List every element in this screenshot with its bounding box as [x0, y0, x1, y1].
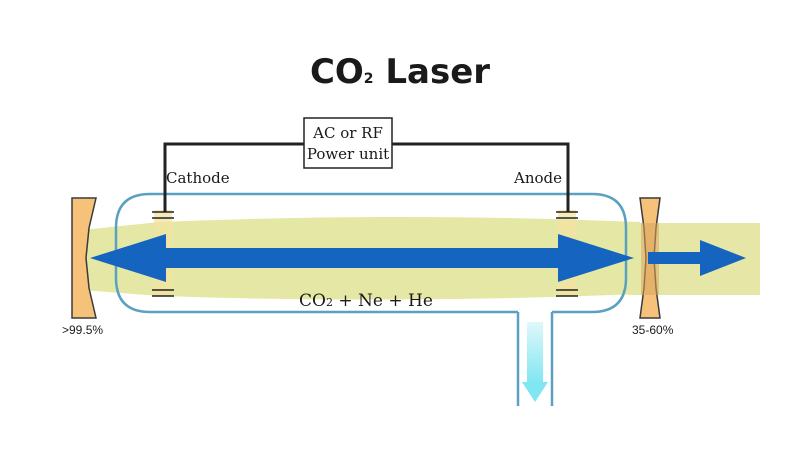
coolant-flow-arrowhead: [522, 382, 548, 402]
output-beam-arrow: [648, 240, 746, 276]
cathode-wire: [163, 142, 304, 212]
cathode-label: Cathode: [166, 169, 230, 187]
power-unit-box: [303, 117, 393, 169]
power-unit-label-line2: Power unit: [307, 145, 389, 163]
intracavity-double-arrow: [90, 234, 634, 282]
coolant-outlet-tube: [516, 312, 554, 406]
diagram-title: CO2 Laser: [310, 52, 490, 92]
anode-wire: [392, 142, 570, 212]
rear-mirror: [71, 197, 97, 319]
coolant-flow-shaft: [527, 322, 543, 384]
power-unit-label-line1: AC or RF: [312, 124, 383, 142]
gas-mixture-label: CO2 + Ne + He: [299, 291, 433, 311]
rear-mirror-reflectivity: >99.5%: [62, 323, 103, 337]
anode-label: Anode: [513, 169, 562, 187]
output-mirror-reflectivity: 35-60%: [632, 323, 674, 337]
discharge-tube: [114, 192, 628, 314]
